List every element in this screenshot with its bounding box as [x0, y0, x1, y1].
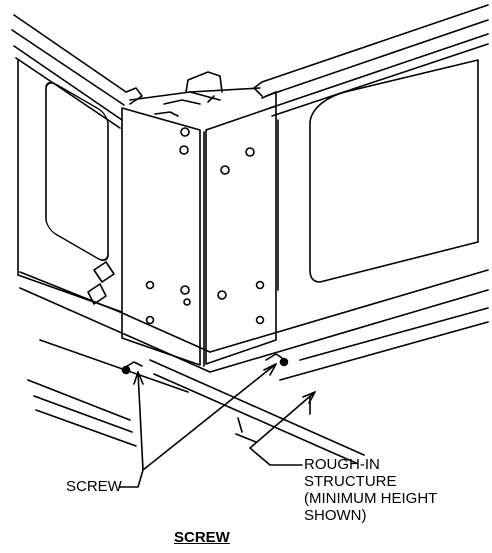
screw-leader-lines [119, 363, 277, 488]
panel-decals [87, 261, 115, 305]
back-right-rail [253, 4, 489, 117]
right-side-panel [277, 59, 479, 291]
figure-caption: SCREW [174, 529, 230, 546]
base-frame [19, 269, 489, 393]
rough-in-structure [27, 359, 365, 464]
screw-icon [265, 353, 289, 367]
corner-bracket-top [129, 71, 261, 105]
rough-in-line-4: SHOWN) [304, 507, 367, 524]
rough-in-callout: ROUGH-IN STRUCTURE (MINIMUM HEIGHT SHOWN… [304, 456, 437, 524]
left-side-panel [17, 59, 123, 313]
screw-icon [121, 361, 143, 375]
rough-in-line-2: STRUCTURE [304, 473, 397, 490]
corner-bracket-left-face [121, 107, 205, 367]
back-left-rail [11, 14, 143, 129]
rough-in-line-1: ROUGH-IN [304, 456, 380, 473]
rough-in-line-3: (MINIMUM HEIGHT [304, 490, 438, 507]
screw-callout: SCREW [66, 478, 122, 495]
corner-bracket-right-face [205, 91, 277, 365]
rough-in-leader-line [249, 391, 316, 466]
